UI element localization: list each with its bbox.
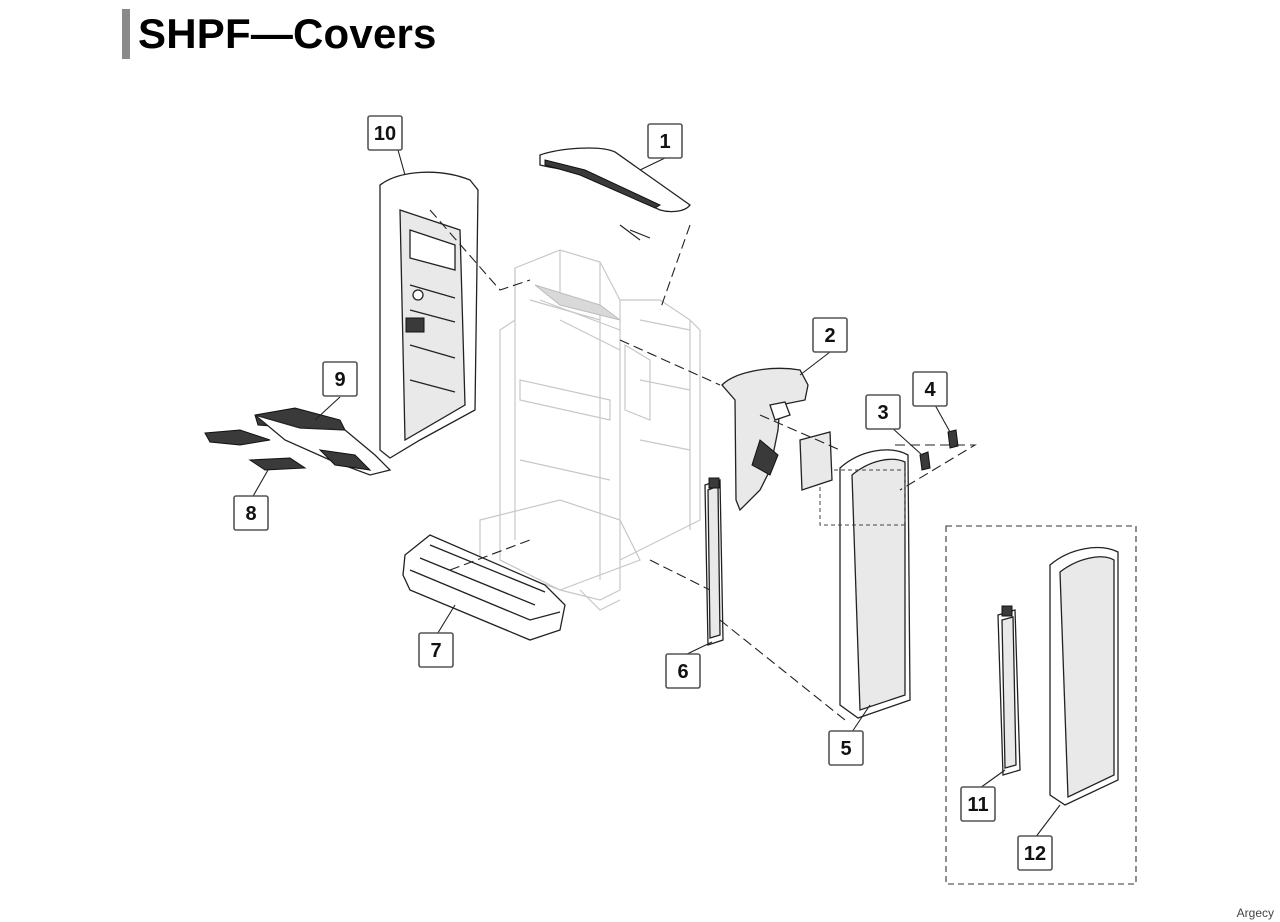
callout-1: 1 [647,123,683,159]
callout-2: 2 [812,317,848,353]
svg-text:5: 5 [840,738,851,760]
svg-text:10: 10 [374,123,396,145]
finisher-frame-ghost [479,249,701,611]
svg-text:9: 9 [334,369,345,391]
part-2-right-upper-cover [721,367,809,512]
svg-text:4: 4 [924,379,936,401]
callout-9: 9 [322,361,358,397]
part-5-right-cover [799,431,911,719]
callout-5: 5 [828,730,864,766]
part-6-bracket [704,477,724,646]
optional-kit-group [945,525,1137,885]
callout-4: 4 [912,371,948,407]
watermark: Argecy [1236,906,1274,920]
callout-12: 12 [1017,835,1053,871]
page-title: SHPF—Covers [138,10,437,57]
leader-lines [251,149,1061,839]
part-10-left-cover [379,171,479,459]
title-accent-bar [122,9,130,59]
parts-3-4-brackets [919,429,959,471]
svg-text:12: 12 [1024,843,1046,865]
svg-text:3: 3 [877,402,888,424]
svg-text:2: 2 [824,325,835,347]
callout-7: 7 [418,632,454,668]
svg-text:6: 6 [677,661,688,683]
svg-text:11: 11 [967,794,988,816]
svg-text:7: 7 [430,640,441,662]
callout-8: 8 [233,495,269,531]
part-7-bottom-cover [402,534,566,641]
callout-10: 10 [367,115,403,151]
callout-3: 3 [865,394,901,430]
parts-8-9-trays [204,407,392,476]
page-title-block: SHPF—Covers [122,9,437,59]
svg-text:8: 8 [245,503,256,525]
svg-text:1: 1 [659,131,670,153]
part-1-top-cover [539,147,691,241]
callout-6: 6 [665,653,701,689]
callout-11: 11 [960,786,996,822]
